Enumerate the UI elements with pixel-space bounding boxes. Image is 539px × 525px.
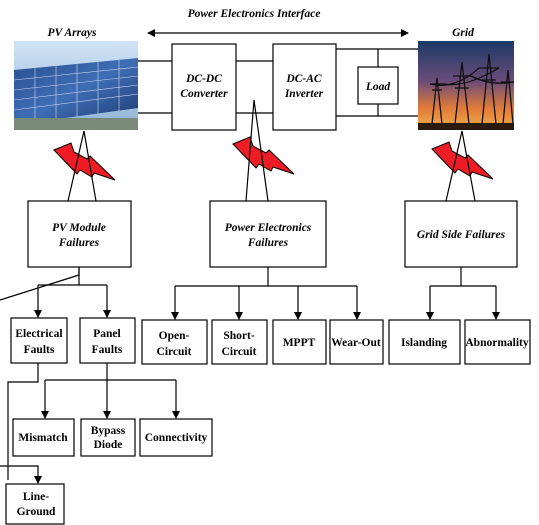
islanding-box [388, 319, 461, 365]
dcac-label-line2: Inverter [284, 88, 324, 100]
lightning-bolt-icon [232, 136, 295, 175]
grid-title: Grid [452, 27, 474, 39]
line-ground-line2: Ground [17, 506, 56, 518]
open-circuit-line1: Open- [159, 330, 190, 342]
connectivity-box [139, 418, 213, 457]
abnormality-box [464, 319, 531, 365]
lightning-bolt-icon [431, 141, 494, 180]
line-ground-box [5, 483, 65, 525]
mismatch-label: Mismatch [18, 432, 68, 444]
pe-failures-line2: Failures [247, 237, 289, 249]
interface-title: Power Electronics Interface [188, 8, 321, 20]
open-circuit-box [141, 319, 208, 365]
abnormality-label: Abnormality [465, 337, 529, 349]
grid-failures-label: Grid Side Failures [417, 229, 506, 241]
line-ground-line1: Line- [23, 491, 49, 503]
panel-faults-line2: Faults [92, 344, 123, 356]
short-circuit-box [211, 319, 268, 365]
wear-out-label: Wear-Out [331, 337, 381, 349]
mppt-label: MPPT [283, 337, 316, 349]
dcac-label-line1: DC-AC [285, 73, 321, 85]
pv-arrays-title: PV Arrays [48, 27, 97, 39]
pv-failures-line1: PV Module [52, 222, 106, 234]
bypass-diode-line1: Bypass [91, 425, 126, 437]
connectivity-label: Connectivity [145, 432, 208, 444]
lightning-bolt-icon [53, 142, 116, 181]
bolt-connectors [67, 99, 476, 202]
grid-tree-wiring [426, 267, 500, 320]
electrical-faults-line1: Electrical [15, 328, 62, 340]
pe-failures-line1: Power Electronics [225, 222, 312, 234]
short-circuit-line2: Circuit [222, 346, 257, 358]
short-circuit-line1: Short- [223, 330, 254, 342]
grid-side-failures-box [404, 200, 518, 268]
dcdc-converter-box [171, 43, 237, 131]
dcdc-label-line2: Converter [180, 88, 228, 100]
mppt-box [272, 319, 327, 365]
power-lines-image [418, 41, 515, 130]
solar-panel-image [13, 41, 139, 130]
power-electronics-failures-box [209, 200, 327, 268]
pv-module-failures-box [27, 200, 132, 268]
bus-wiring [138, 48, 418, 117]
bypass-diode-box [80, 418, 136, 457]
electrical-faults-line2: Faults [24, 344, 55, 356]
dcac-inverter-box [272, 43, 337, 131]
electrical-faults-box [10, 317, 68, 364]
islanding-label: Islanding [401, 337, 447, 349]
open-circuit-line2: Circuit [157, 346, 192, 358]
panel-faults-line1: Panel [93, 328, 120, 340]
panel-faults-box [79, 317, 136, 364]
pe-tree-wiring [171, 267, 361, 320]
bypass-diode-line2: Diode [94, 439, 123, 451]
wear-out-box [329, 319, 384, 365]
mismatch-box [12, 418, 75, 457]
pv-failures-line2: Failures [58, 237, 100, 249]
pv-tree-wiring [0, 267, 180, 484]
dcdc-label-line1: DC-DC [185, 73, 222, 85]
load-label: Load [365, 81, 391, 93]
